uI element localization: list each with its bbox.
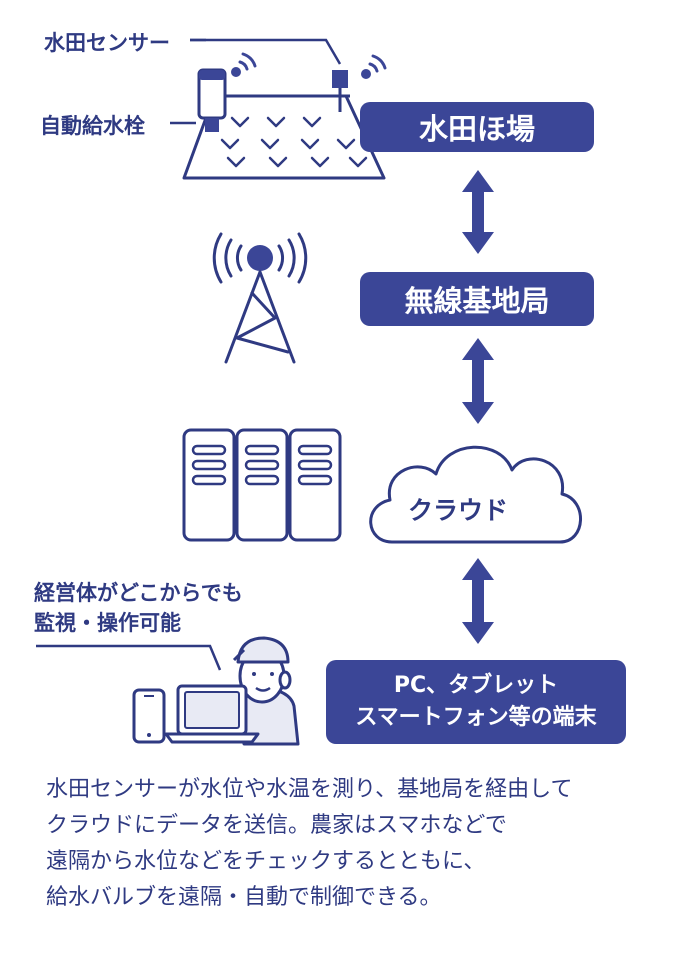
caption-line-4: 給水バルブを遠隔・自動で制御できる。	[46, 885, 442, 910]
smartphone-icon	[132, 688, 166, 744]
wifi-icon	[231, 52, 387, 79]
caption-line-1: 水田センサーが水位や水温を測り、基地局を経由して	[46, 777, 573, 802]
management-label-line-1: 経営体がどこからでも	[34, 581, 243, 605]
field-node: 水田ほ場	[360, 102, 594, 152]
caption-line-2: クラウドにデータを送信。農家はスマホなどで	[46, 813, 507, 838]
water-valve-icon	[197, 68, 227, 132]
caption: 水田センサーが水位や水温を測り、基地局を経由して クラウドにデータを送信。農家は…	[46, 772, 666, 916]
base-station-node: 無線基地局	[360, 272, 594, 326]
laptop-icon	[164, 684, 260, 744]
server-rack-icon	[182, 428, 342, 542]
management-label: 経営体がどこからでも 監視・操作可能	[34, 578, 243, 638]
sensor-icon	[330, 70, 350, 112]
terminal-node: PC、タブレット スマートフォン等の端末	[326, 660, 626, 744]
valve-label: 自動給水栓	[40, 114, 145, 138]
farmer-icon	[232, 636, 300, 746]
antenna-tower-icon	[212, 232, 308, 364]
double-arrow-icon	[462, 170, 494, 644]
cloud-label: クラウド	[408, 496, 509, 525]
management-label-line-2: 監視・操作可能	[34, 611, 181, 635]
terminal-node-line-1: PC、タブレット	[393, 673, 559, 698]
cloud-icon	[369, 445, 582, 544]
sensor-label: 水田センサー	[44, 31, 170, 55]
paddy-field-icon	[182, 94, 386, 180]
terminal-node-line-2: スマートフォン等の端末	[355, 705, 597, 730]
caption-line-3: 遠隔から水位などをチェックするとともに、	[46, 849, 486, 874]
sensor-leader-line	[190, 38, 342, 65]
management-leader-line	[36, 644, 222, 671]
